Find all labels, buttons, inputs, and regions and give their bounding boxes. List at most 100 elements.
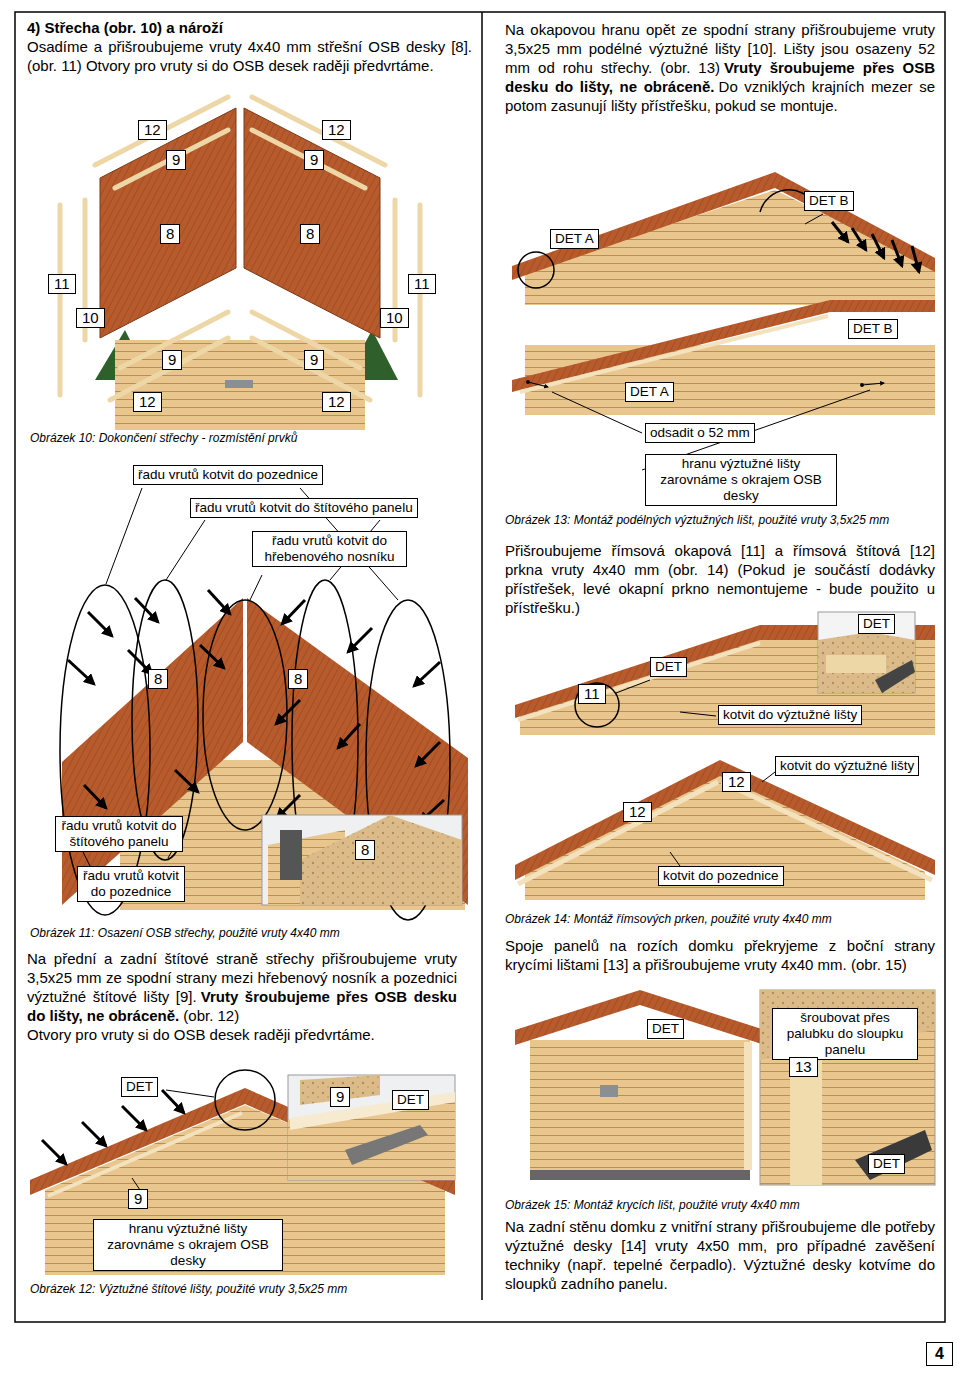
roof-exploded-view — [60, 97, 420, 430]
callout-text: DET B — [853, 321, 893, 337]
callout-text: 9 — [310, 352, 318, 368]
eave-strip-views — [512, 172, 935, 470]
paragraph-text: Spoje panelů na rozích domku překryjeme … — [505, 937, 935, 973]
callout-text: 11 — [54, 276, 70, 292]
callout-box: hranu výztužné lišty zarovnáme s okrajem… — [93, 1219, 283, 1271]
callout-number: 8 — [355, 840, 375, 860]
callout-number: 8 — [160, 224, 180, 244]
callout-text: hranu výztužné lišty zarovnáme s okrajem… — [650, 456, 832, 504]
paragraph-text: (obr. 12) — [183, 1007, 239, 1024]
callout-box: řadu vrutů kotvit do hřebenového nosníku — [252, 531, 407, 567]
callout-text: 12 — [629, 804, 646, 820]
figure-caption: Obrázek 12: Výztužné štítové lišty, použ… — [30, 1282, 347, 1296]
callout-text: 9 — [168, 352, 176, 368]
callout-number: 8 — [148, 669, 168, 689]
callout-text: DET — [397, 1092, 424, 1108]
callout-number: 9 — [166, 150, 186, 170]
callout-text: 8 — [306, 226, 314, 242]
figure-caption: Obrázek 14: Montáž římsových prken, použ… — [505, 912, 832, 926]
callout-text: 10 — [82, 310, 99, 326]
callout-box: šroubovat přes palubku do sloupku panelu — [772, 1008, 918, 1060]
callout-number: 8 — [288, 669, 308, 689]
callout-text: 10 — [386, 310, 403, 326]
callout-text: řadu vrutů kotvit do štítového panelu — [195, 500, 413, 516]
callout-number: 13 — [789, 1057, 818, 1077]
callout-box: odsadit o 52 mm — [645, 423, 755, 443]
callout-text: 8 — [361, 842, 369, 858]
detail-marker: DET — [121, 1077, 158, 1097]
detail-marker: DET — [868, 1154, 905, 1174]
callout-text: 9 — [172, 152, 180, 168]
gable-strip-view — [30, 1070, 455, 1275]
paragraph: Přišroubujeme římsová okapová [11] a řím… — [505, 541, 935, 617]
callout-number: 9 — [128, 1189, 148, 1209]
paragraph-text: Přišroubujeme římsová okapová [11] a řím… — [505, 542, 935, 616]
page-frame — [15, 12, 945, 1322]
callout-text: DET — [655, 659, 682, 675]
callout-number: 9 — [330, 1087, 350, 1107]
callout-text: řadu vrutů kotvit do pozednice — [138, 467, 318, 483]
callout-text: 4 — [935, 1346, 944, 1362]
callout-number: 12 — [133, 392, 162, 412]
detail-marker: DET B — [804, 191, 854, 211]
callout-text: 13 — [795, 1059, 812, 1075]
paragraph: Osadíme a přišroubujeme vruty 4x40 mm st… — [27, 37, 472, 75]
callout-box: hranu výztužné lišty zarovnáme s okrajem… — [645, 454, 837, 506]
osb-roof-view — [60, 488, 468, 920]
callout-text: 11 — [414, 276, 430, 292]
fascia-board-views — [515, 612, 935, 900]
detail-marker: DET A — [550, 229, 599, 249]
detail-marker: DET — [647, 1019, 684, 1039]
paragraph: Spoje panelů na rozích domku překryjeme … — [505, 936, 935, 974]
callout-text: DET — [873, 1156, 900, 1172]
cover-strip-view — [515, 990, 935, 1185]
detail-marker: DET A — [625, 382, 674, 402]
callout-number: 12 — [322, 392, 351, 412]
callout-number: 12 — [722, 772, 751, 792]
callout-text: 9 — [310, 152, 318, 168]
figure-caption: Obrázek 13: Montáž podélných výztužných … — [505, 513, 889, 527]
callout-text: kotvit do pozednice — [663, 868, 779, 884]
callout-text: 8 — [294, 671, 302, 687]
callout-number: 9 — [162, 350, 182, 370]
callout-text: DET A — [630, 384, 669, 400]
paragraph: Na zadní stěnu domku z vnitřní strany př… — [505, 1217, 935, 1293]
callout-text: 12 — [139, 394, 156, 410]
callout-number: 9 — [304, 150, 324, 170]
callout-number: 11 — [408, 274, 436, 294]
callout-text: 11 — [584, 686, 600, 702]
callout-text: DET — [652, 1021, 679, 1037]
callout-text: kotvit do výztužné lišty — [723, 707, 857, 723]
callout-text: DET A — [555, 231, 594, 247]
callout-text: kotvit do výztužné lišty — [780, 758, 914, 774]
detail-marker: DET — [858, 614, 895, 634]
callout-number: 12 — [322, 120, 351, 140]
callout-text: 9 — [336, 1089, 344, 1105]
paragraph-text: Na zadní stěnu domku z vnitřní strany př… — [505, 1218, 935, 1292]
callout-text: 9 — [134, 1191, 142, 1207]
callout-text: 12 — [728, 774, 745, 790]
callout-number: 12 — [138, 120, 167, 140]
callout-number: 10 — [76, 308, 105, 328]
callout-text: 8 — [154, 671, 162, 687]
callout-number: 12 — [623, 802, 652, 822]
paragraph: Na okapovou hranu opět ze spodní strany … — [505, 20, 935, 115]
callout-text: 12 — [328, 394, 345, 410]
callout-text: odsadit o 52 mm — [650, 425, 750, 441]
callout-number: 11 — [578, 684, 606, 704]
callout-text: řadu vrutů kotvit do štítového panelu — [60, 818, 178, 850]
callout-number: 9 — [304, 350, 324, 370]
callout-text: 12 — [144, 122, 161, 138]
callout-text: šroubovat přes palubku do sloupku panelu — [777, 1010, 913, 1058]
figure-caption: Obrázek 15: Montáž krycích lišt, použité… — [505, 1198, 800, 1212]
callout-text: DET — [863, 616, 890, 632]
callout-number: 10 — [380, 308, 409, 328]
callout-box: řadu vrutů kotvit do štítového panelu — [190, 498, 418, 518]
callout-box: kotvit do pozednice — [658, 866, 784, 886]
page-number: 4 — [926, 1342, 953, 1366]
callout-box: řadu vrutů kotvit do pozednice — [77, 866, 185, 902]
paragraph-text: Otvory pro vruty si do OSB desek raději … — [27, 1025, 453, 1044]
callout-text: 12 — [328, 122, 345, 138]
callout-number: 11 — [48, 274, 76, 294]
